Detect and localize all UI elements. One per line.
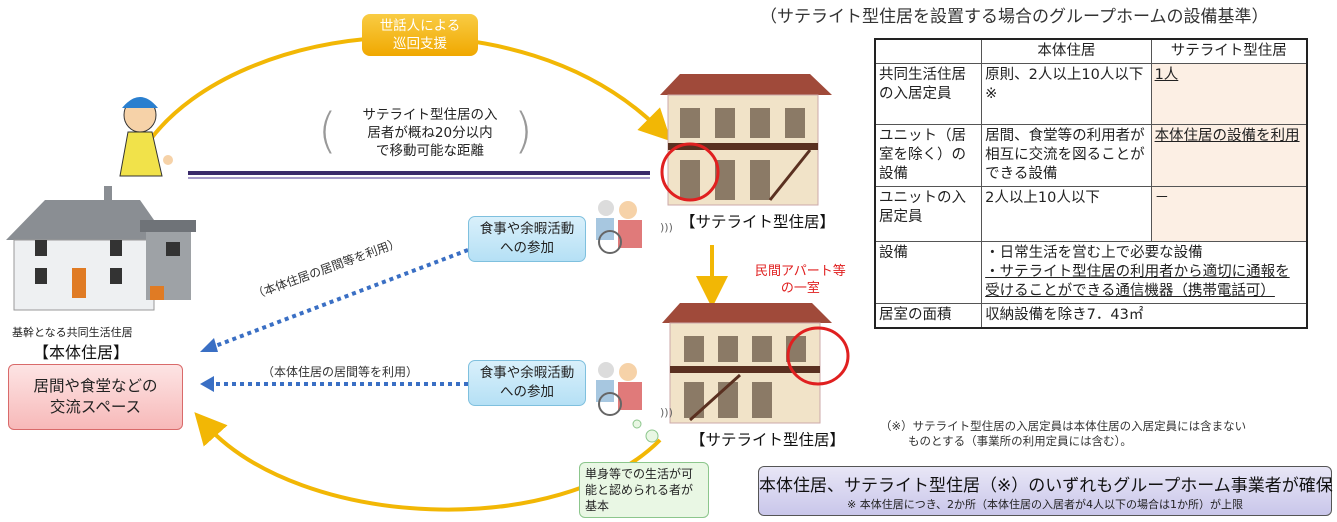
table-header: 本体住居 xyxy=(981,38,1152,64)
merged-cell: 収納設備を除き7．43㎡ xyxy=(981,303,1308,329)
table-header-row: 本体住居 サテライト型住居 xyxy=(874,38,1308,64)
row-label: ユニットの入居定員 xyxy=(874,186,983,242)
red-circle-1 xyxy=(660,142,720,202)
paren-right: ) xyxy=(514,103,533,159)
signal-waves-icon: ))) xyxy=(660,406,673,419)
table-row: 共同生活住居の入居定員 原則、2人以上10人以下 ※ 1人 xyxy=(874,63,1308,125)
use-label-lower: （本体住居の居間等を利用） xyxy=(262,365,419,379)
apartment-note: 民間アパート等 の一室 xyxy=(755,264,846,296)
wheelchair-figure-2 xyxy=(596,362,642,416)
table-row: ユニット（居室を除く）の設備 居間、食堂等の利用者が相互に交流を図ることができる… xyxy=(874,124,1308,187)
apartment-building-2 xyxy=(662,303,850,424)
satellite-label-lower: 【サテライト型住居】 xyxy=(690,431,846,449)
summary-box: 本体住居、サテライト型住居（※）のいずれもグループホーム事業者が確保 ※ 本体住… xyxy=(758,466,1333,516)
row-label: 設備 xyxy=(874,241,983,304)
common-space-box: 居間や食堂などの 交流スペース xyxy=(8,364,183,430)
participation-box-lower: 食事や余暇活動 への参加 xyxy=(468,360,586,406)
wheelchair-figure-1 xyxy=(596,200,642,254)
red-circle-2 xyxy=(786,326,850,386)
participation-box-upper: 食事や余暇活動 への参加 xyxy=(468,216,586,262)
facility-standards-table: 本体住居 サテライト型住居 共同生活住居の入居定員 原則、2人以上10人以下 ※… xyxy=(874,38,1308,329)
caregiver-support-bubble: 世話人による 巡回支援 xyxy=(362,14,478,56)
use-arrow-upper xyxy=(209,248,469,350)
apartment-building-1 xyxy=(660,74,832,206)
paren-left: ( xyxy=(318,103,337,159)
row-label: 共同生活住居の入居定員 xyxy=(874,63,983,125)
table-footnote: （※）サテライト型住居の入居定員は本体住居の入居定員には含まない ものとする（事… xyxy=(880,419,1247,448)
table-header: サテライト型住居 xyxy=(1150,38,1308,64)
page-title: （サテライト型住居を設置する場合のグループホームの設備基準） xyxy=(760,7,1269,27)
table-row: 設備 ・日常生活を営む上で必要な設備 ・サテライト型住居の利用者から適切に通報を… xyxy=(874,241,1308,304)
caregiver-figure xyxy=(119,97,173,177)
distance-note: サテライト型住居の入 居者が概ね20分以内 で移動可能な距離 xyxy=(362,107,498,159)
table-header xyxy=(874,38,983,64)
base-house-name: 【本体住居】 xyxy=(33,343,130,362)
honbu-cell: 居間、食堂等の利用者が相互に交流を図ることができる設備 xyxy=(981,124,1152,187)
sat-cell: 本体住居の設備を利用 xyxy=(1150,124,1308,187)
thought-dot xyxy=(632,419,642,429)
eligibility-note: 単身等での生活が可能と認められる者が基本 xyxy=(579,462,709,518)
sat-cell: － xyxy=(1150,186,1308,242)
thought-dot xyxy=(645,429,659,443)
table-row: 居室の面積 収納設備を除き7．43㎡ xyxy=(874,303,1308,329)
row-label: 居室の面積 xyxy=(874,303,983,329)
base-house-caption: 基幹となる共同生活住居 xyxy=(12,326,133,339)
table-row: ユニットの入居定員 2人以上10人以下 － xyxy=(874,186,1308,242)
honbu-cell: 2人以上10人以下 xyxy=(981,186,1152,242)
honbu-cell: 原則、2人以上10人以下 ※ xyxy=(981,63,1152,125)
base-house-illustration xyxy=(6,186,196,311)
satellite-label-upper: 【サテライト型住居】 xyxy=(680,213,836,231)
row-label: ユニット（居室を除く）の設備 xyxy=(874,124,983,187)
merged-cell: ・日常生活を営む上で必要な設備 ・サテライト型住居の利用者から適切に通報を受ける… xyxy=(981,241,1308,304)
sat-cell: 1人 xyxy=(1150,63,1308,125)
signal-waves-icon: ))) xyxy=(660,221,673,234)
